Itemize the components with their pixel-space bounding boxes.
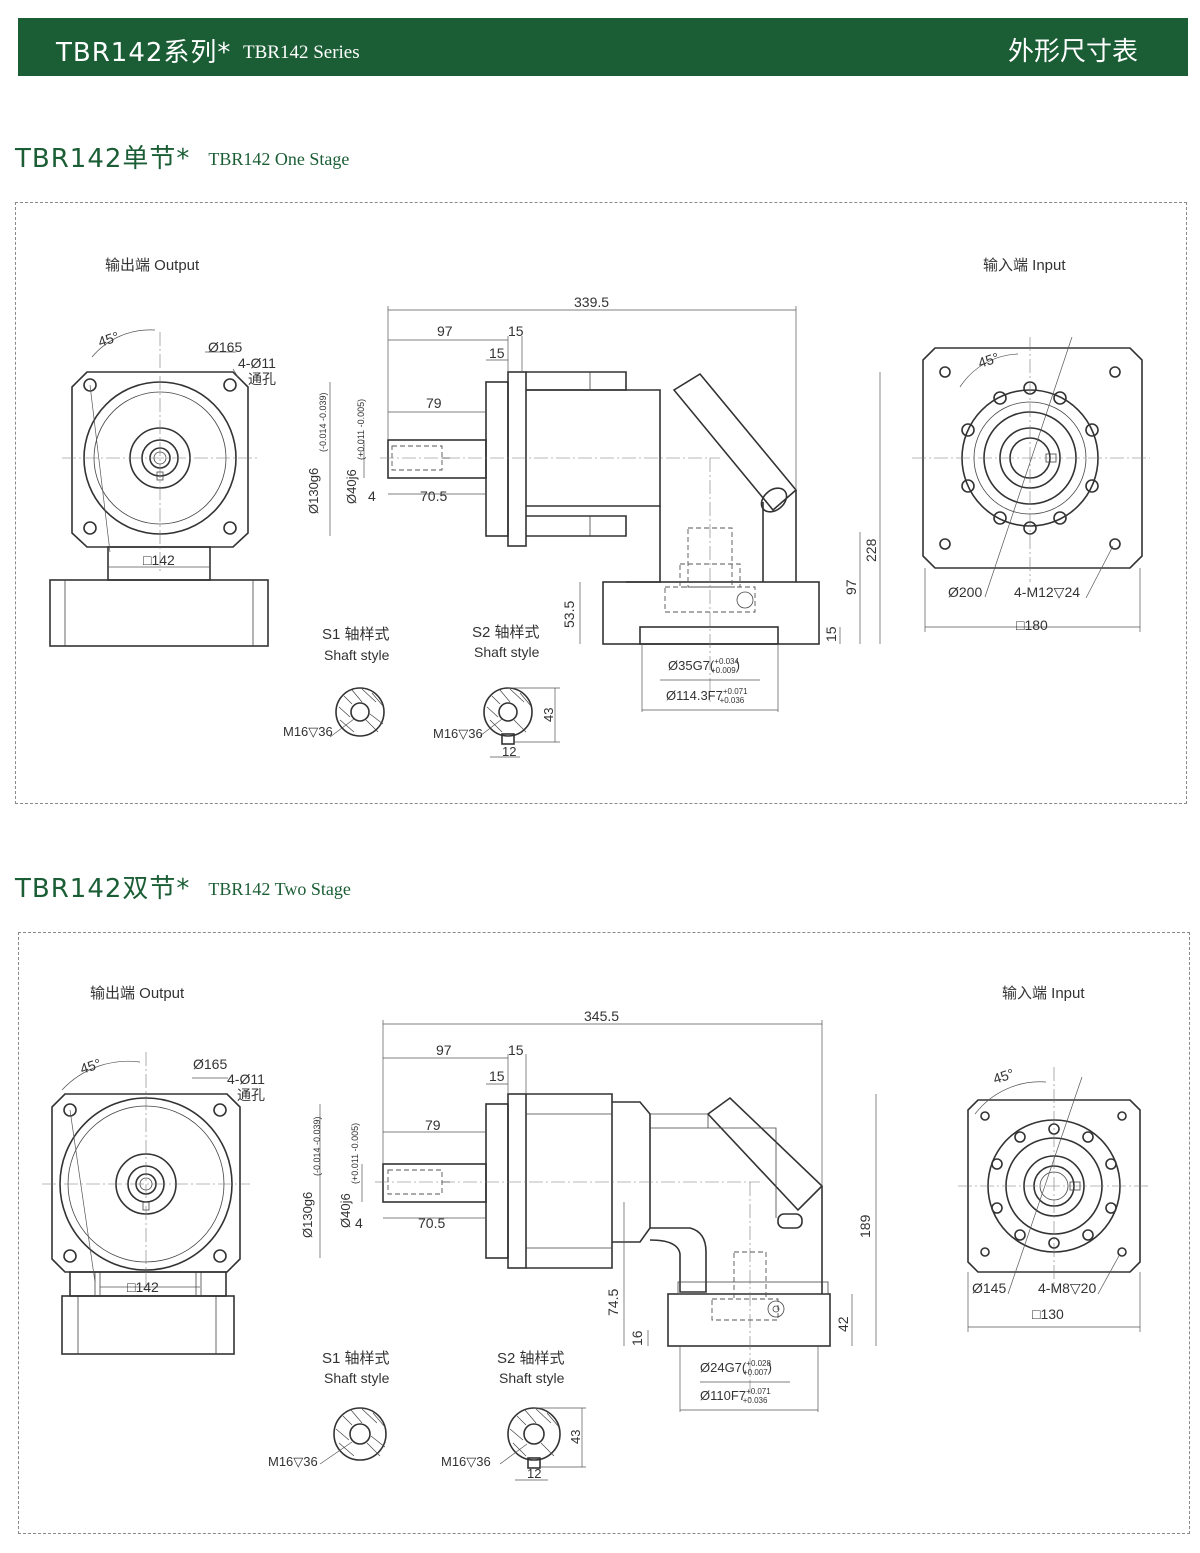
input-angle: 45° (976, 349, 1001, 371)
s2-height: 43 (541, 708, 556, 722)
s1-thread: M16▽36 (268, 1454, 318, 1469)
output-angle: 45° (96, 328, 121, 350)
side-d4: 4 (355, 1215, 363, 1231)
side-length: 345.5 (584, 1008, 619, 1024)
side-d15a: 15 (508, 323, 524, 339)
side-d70: 70.5 (418, 1215, 445, 1231)
shaft-style-s2: S2 轴样式 Shaft style M16▽36 12 43 (441, 1350, 586, 1481)
s2-thread: M16▽36 (441, 1454, 491, 1469)
side-h16: 16 (629, 1330, 645, 1346)
shaft-style-s2: S2 轴样式 Shaft style M16▽36 12 43 (433, 624, 560, 759)
one-stage-title-en: TBR142 One Stage (208, 149, 350, 169)
input-threads: 4-M12▽24 (1014, 584, 1080, 600)
output-end-view: 45° Ø165 4-Ø11 通孔 □142 (49, 328, 276, 647)
side-pilot: Ø114.3F7+0.071+0.036 (666, 687, 748, 705)
s2-height: 43 (568, 1430, 583, 1444)
input-pcd: Ø145 (972, 1280, 1006, 1296)
side-h189: 189 (857, 1214, 873, 1238)
s2-thread: M16▽36 (433, 726, 483, 741)
two-stage-title-en: TBR142 Two Stage (208, 879, 351, 899)
output-holes-note: 通孔 (237, 1087, 265, 1103)
output-label: 输出端 Output (105, 257, 200, 274)
input-threads: 4-M8▽20 (1038, 1280, 1096, 1296)
side-flange: Ø130g6 (300, 1192, 315, 1238)
output-square: □142 (143, 552, 175, 568)
two-stage-drawing: 输出端 Output 输入端 Input 45° Ø165 4-Ø11 通孔 □… (42, 985, 1150, 1481)
side-d97: 97 (437, 323, 453, 339)
s2-label: S2 轴样式 (497, 1350, 565, 1367)
input-label: 输入端 Input (1002, 985, 1085, 1002)
input-end-view: 45° Ø200 4-M12▽24 □180 (912, 336, 1150, 633)
side-h42: 42 (835, 1316, 851, 1332)
input-end-view: 45° Ø145 4-M8▽20 □130 (958, 1065, 1150, 1332)
side-d15b: 15 (489, 345, 505, 361)
s2-key: 12 (502, 744, 516, 759)
side-flange-tol: (-0.014 -0.039) (312, 1116, 322, 1176)
side-bore: Ø24G7(+0.028+0.007) (700, 1359, 772, 1377)
output-holes-note: 通孔 (248, 371, 276, 387)
output-holes: 4-Ø11 (227, 1071, 265, 1087)
side-shaft: Ø40j6 (338, 1193, 353, 1228)
side-h97: 97 (843, 579, 859, 595)
shaft-style-s1: S1 轴样式 Shaft style M16▽36 (283, 626, 390, 739)
side-bore: Ø35G7(+0.034+0.009) (668, 657, 740, 675)
one-stage-title-cn: TBR142单节* (15, 144, 191, 174)
one-stage-frame (15, 202, 1187, 804)
section-title-two-stage: TBR142双节* TBR142 Two Stage (15, 868, 351, 905)
side-flange: Ø130g6 (306, 468, 321, 514)
side-h74: 74.5 (605, 1289, 621, 1316)
series-title-cn: TBR142系列* (56, 38, 232, 68)
side-d79: 79 (425, 1117, 441, 1133)
side-h53: 53.5 (561, 601, 577, 628)
side-shaft: Ø40j6 (344, 469, 359, 504)
output-label: 输出端 Output (90, 985, 185, 1002)
input-square: □130 (1032, 1306, 1064, 1322)
side-flange-tol: (-0.014 -0.039) (318, 392, 328, 452)
input-pcd: Ø200 (948, 584, 982, 600)
side-shaft-tol: (+0.011 -0.005) (356, 399, 366, 460)
output-angle: 45° (78, 1055, 103, 1077)
s2-key: 12 (527, 1466, 541, 1481)
two-stage-frame (18, 932, 1190, 1534)
input-angle: 45° (991, 1065, 1016, 1087)
side-d97: 97 (436, 1042, 452, 1058)
s1-label: S1 轴样式 (322, 1350, 390, 1367)
side-d15b: 15 (489, 1068, 505, 1084)
section-title-one-stage: TBR142单节* TBR142 One Stage (15, 138, 349, 175)
shaft-style-s1: S1 轴样式 Shaft style M16▽36 (268, 1350, 390, 1469)
s2-label: S2 轴样式 (472, 624, 540, 641)
side-length: 339.5 (574, 294, 609, 310)
output-bolt-circle: Ø165 (208, 339, 242, 355)
s1-shaft-style: Shaft style (324, 647, 390, 663)
side-shaft-tol: (+0.011 -0.005) (350, 1123, 360, 1184)
output-holes: 4-Ø11 (238, 355, 276, 371)
s2-shaft-style: Shaft style (499, 1370, 565, 1386)
s2-shaft-style: Shaft style (474, 644, 540, 660)
output-bolt-circle: Ø165 (193, 1056, 227, 1072)
s1-label: S1 轴样式 (322, 626, 390, 643)
side-view: 345.5 97 15 15 79 70.5 4 Ø130g6 (-0.014 … (300, 1008, 877, 1412)
s1-thread: M16▽36 (283, 724, 333, 739)
side-d70: 70.5 (420, 488, 447, 504)
side-d79: 79 (426, 395, 442, 411)
output-square: □142 (127, 1279, 159, 1295)
input-square: □180 (1016, 617, 1048, 633)
side-pilot: Ø110F7+0.071+0.036 (700, 1387, 771, 1405)
output-end-view: 45° Ø165 4-Ø11 通孔 □142 (42, 1052, 265, 1355)
header-banner: TBR142系列* TBR142 Series 外形尺寸表 (18, 18, 1188, 76)
two-stage-title-cn: TBR142双节* (15, 874, 191, 904)
side-h228: 228 (863, 538, 879, 562)
side-d15a: 15 (508, 1042, 524, 1058)
input-label: 输入端 Input (983, 257, 1066, 274)
one-stage-drawing: 输出端 Output 输入端 Input 45° Ø165 4-Ø11 通孔 □… (49, 257, 1150, 759)
side-d4: 4 (368, 488, 376, 504)
side-h15: 15 (823, 626, 839, 642)
table-title: 外形尺寸表 (1007, 37, 1138, 67)
series-title-en: TBR142 Series (243, 42, 360, 63)
s1-shaft-style: Shaft style (324, 1370, 390, 1386)
side-view: 339.5 97 15 15 79 70.5 4 Ø130g6 (-0.014 … (306, 294, 881, 712)
